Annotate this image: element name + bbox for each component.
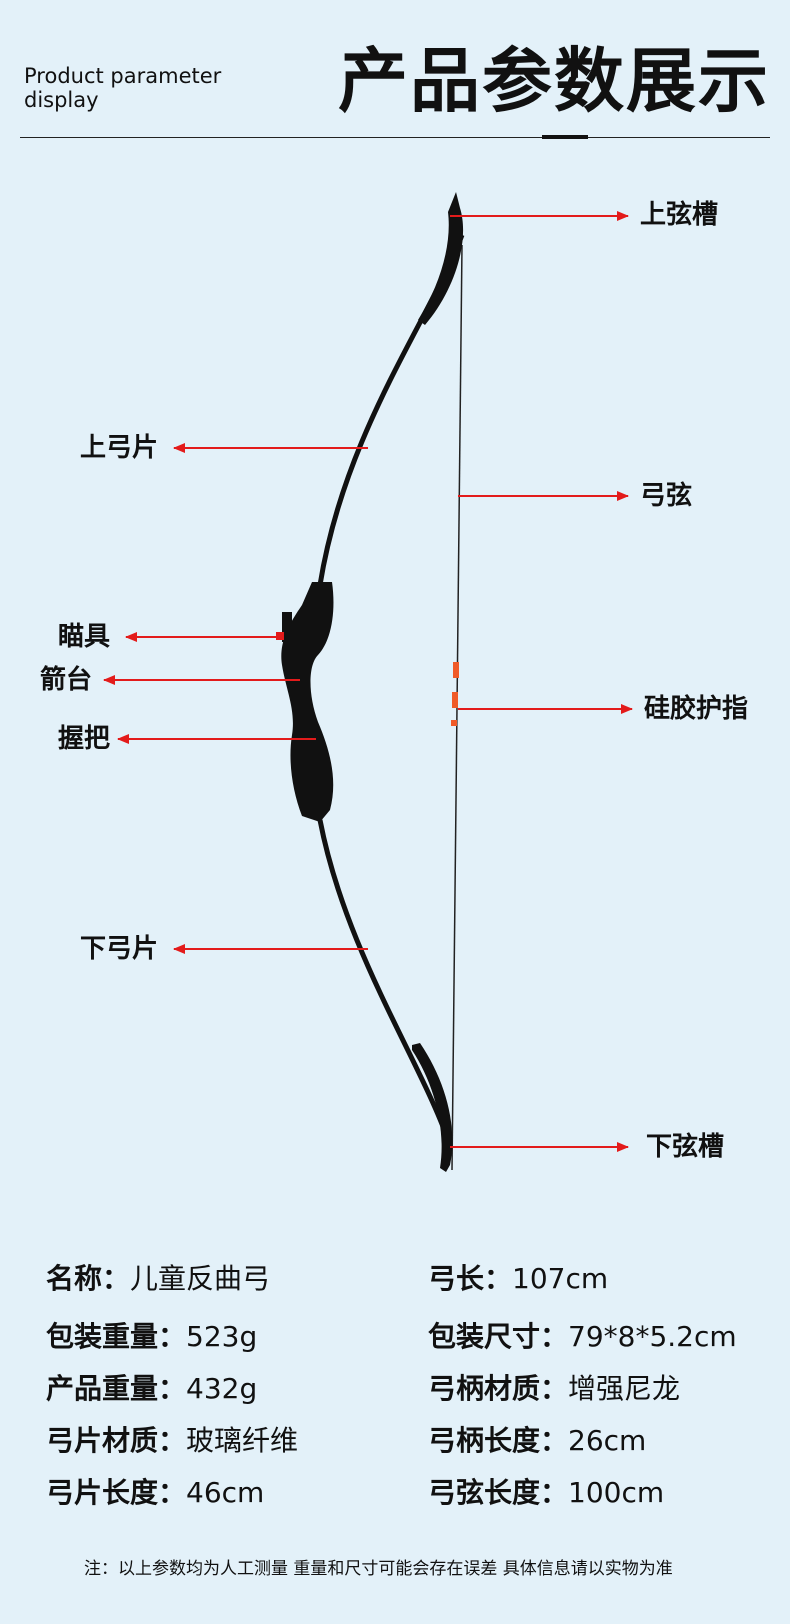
spec-string-length: 弓弦长度：100cm — [428, 1476, 665, 1509]
subtitle-line-2: display — [24, 88, 99, 112]
label-string: 弓弦 — [640, 481, 693, 511]
subtitle: Product parameter display — [24, 64, 221, 112]
label-upper-limb: 上弓片 — [80, 433, 159, 463]
header-divider-accent — [542, 135, 588, 139]
sight-mount — [282, 612, 292, 642]
label-lower-limb: 下弓片 — [80, 934, 159, 964]
bow-illustration — [103, 192, 633, 1172]
label-arrow-rest: 箭台 — [40, 665, 93, 695]
spec-package-size: 包装尺寸：79*8*5.2cm — [428, 1320, 737, 1353]
spec-handle-length: 弓柄长度：26cm — [428, 1424, 647, 1457]
finger-guard-mark — [453, 662, 459, 678]
spec-name: 名称：儿童反曲弓 — [46, 1262, 271, 1295]
label-grip: 握把 — [58, 724, 111, 754]
spec-limb-material: 弓片材质：玻璃纤维 — [46, 1424, 299, 1457]
measurement-note: 注：以上参数均为人工测量 重量和尺寸可能会存在误差 具体信息请以实物为准 — [84, 1559, 673, 1579]
lower-limb-tip — [412, 1043, 453, 1172]
header-divider — [20, 137, 770, 138]
spec-limb-length: 弓片长度：46cm — [46, 1476, 265, 1509]
spec-handle-material: 弓柄材质：增强尼龙 — [428, 1372, 681, 1405]
label-sight: 瞄具 — [58, 622, 111, 652]
label-upper-nock: 上弦槽 — [640, 200, 719, 230]
spec-product-weight: 产品重量：432g — [46, 1372, 258, 1405]
upper-limb-tip — [418, 192, 464, 325]
spec-bow-length: 弓长：107cm — [428, 1262, 609, 1295]
lower-limb — [317, 819, 451, 1141]
riser — [281, 582, 334, 822]
spec-package-weight: 包装重量：523g — [46, 1320, 258, 1353]
subtitle-line-1: Product parameter — [24, 64, 222, 88]
bow-diagram: 上弦槽 上弓片 弓弦 瞄具 箭台 硅胶护指 握把 下弓片 下弦槽 — [0, 150, 790, 1240]
label-lower-nock: 下弦槽 — [646, 1132, 725, 1162]
finger-guard-mark-3 — [451, 720, 457, 726]
finger-guard-mark-2 — [452, 692, 458, 708]
label-finger-guard: 硅胶护指 — [644, 694, 749, 724]
page-title: 产品参数展示 — [338, 40, 770, 122]
sight-pin — [276, 632, 284, 640]
